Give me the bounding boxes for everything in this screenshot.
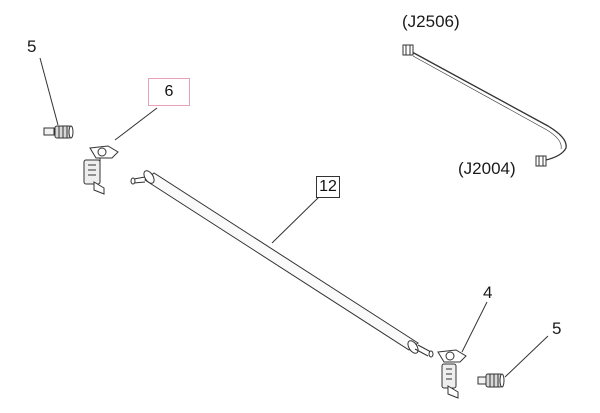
callout-screw-right: 5: [552, 319, 562, 338]
leader-screw-right: [504, 335, 549, 378]
leader-screw-left: [39, 57, 59, 126]
connector-label-bottom: (J2004): [458, 159, 516, 178]
cable-harness: [411, 51, 567, 161]
callout-screw-left: 5: [27, 37, 37, 56]
leader-bushing-left: [114, 107, 158, 141]
bushing-right: [437, 349, 467, 399]
callout-bushing-left: 6: [148, 78, 190, 106]
screw-right: [477, 373, 505, 388]
callout-roller: 12: [316, 176, 340, 198]
screw-left: [43, 125, 74, 139]
leader-roller: [271, 195, 321, 244]
bushing-left: [83, 145, 119, 195]
callout-roller-text: 12: [319, 178, 337, 195]
callout-bushing-left-text: 6: [164, 83, 174, 100]
connector-label-top: (J2506): [402, 12, 460, 31]
connector-top: [402, 44, 414, 56]
roller-shaft: [130, 170, 434, 358]
callout-bushing-right: 4: [483, 283, 493, 302]
leader-bushing-right: [461, 301, 488, 353]
connector-bottom: [535, 155, 547, 167]
